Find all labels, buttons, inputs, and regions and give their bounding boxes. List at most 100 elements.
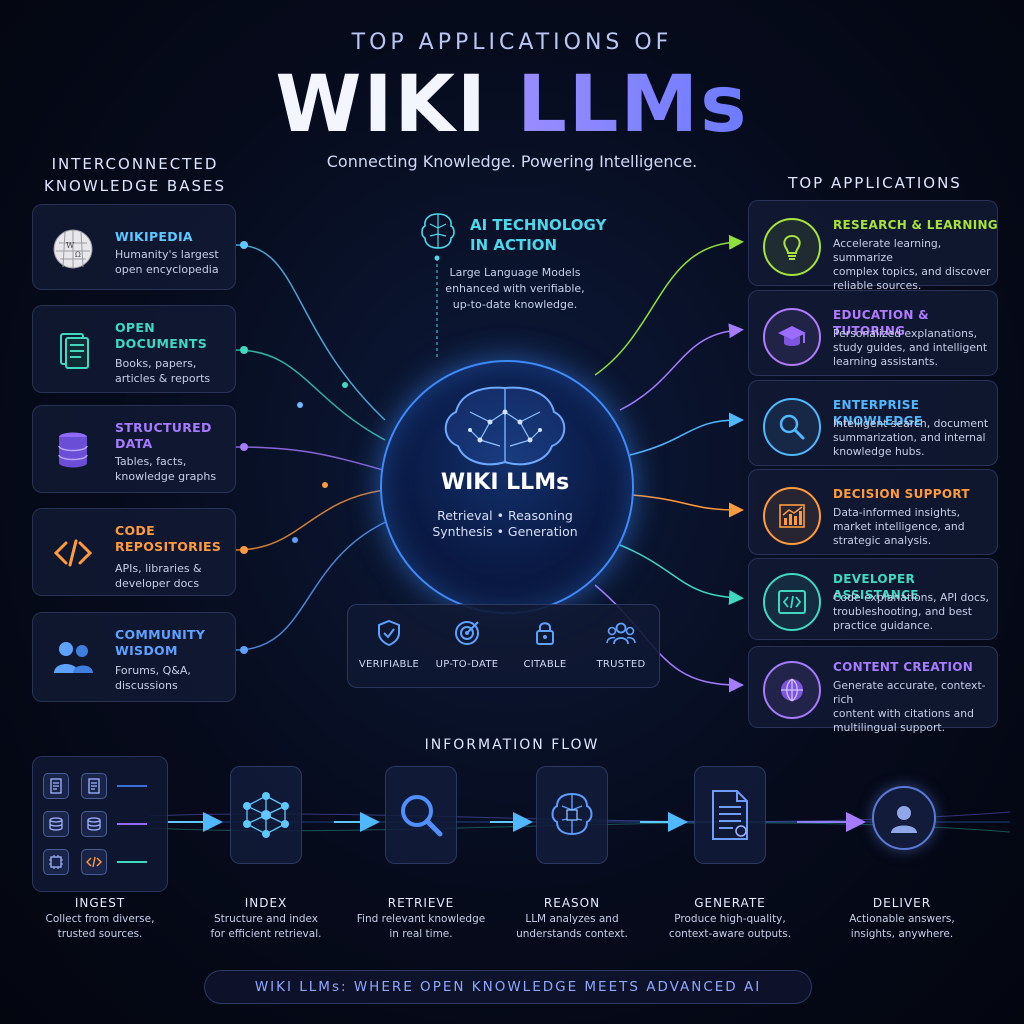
app-desc: Accelerate learning, summarize complex t… [833,237,991,292]
source-card-open-documents: OPEN DOCUMENTS Books, papers, articles &… [32,305,236,393]
source-desc: APIs, libraries & developer docs [115,562,202,590]
source-desc: Humanity's largest open encyclopedia [115,248,219,276]
source-title: STRUCTURED DATA [115,420,212,451]
app-desc: Data-informed insights, market intellige… [833,506,965,547]
app-card-research-learning: RESEARCH & LEARNING Accelerate learning,… [748,200,998,292]
svg-text:W: W [66,241,75,250]
flow-step-reason-title: REASON [543,896,601,910]
source-card-structured-data: STRUCTURED DATA Tables, facts, knowledge… [32,405,236,493]
globe-icon [763,661,821,719]
database-icon [47,424,99,476]
properties-panel: VERIFIABLE UP-TO-DATE CITABLE TRUSTED [347,604,660,688]
connector-research [594,234,744,376]
app-desc: Intelligent search, document summarizati… [833,417,989,458]
target-icon [455,621,479,645]
main-title-part1: WIKI [275,60,488,150]
app-title: RESEARCH & LEARNING [833,218,998,232]
mini-document-icon [81,773,107,799]
right-column-heading: TOP APPLICATIONS [788,174,962,192]
app-title: DECISION SUPPORT [833,487,970,501]
property-verifiable: VERIFIABLE [350,619,428,670]
footer-banner: WIKI LLMs: WHERE OPEN KNOWLEDGE MEETS AD… [204,970,812,1004]
connector-wikipedia [235,244,386,421]
magnifier-icon [385,766,457,864]
source-card-community-wisdom: COMMUNITY WISDOM Forums, Q&A, discussion… [32,612,236,702]
flow-step-retrieve-title: RETRIEVE [387,896,455,910]
app-title: CONTENT CREATION [833,660,974,674]
mini-document-icon [43,773,69,799]
ingest-sources-icon [32,756,168,892]
mini-code-icon [81,849,107,875]
connector-structured [235,446,384,471]
flow-step-index-desc: Structure and index for efficient retrie… [210,913,322,940]
source-title: OPEN DOCUMENTS [115,320,207,351]
tagline: Connecting Knowledge. Powering Intellige… [326,152,698,171]
flow-step-ingest-desc: Collect from diverse, trusted sources. [45,913,155,940]
source-desc: Books, papers, articles & reports [115,357,211,385]
source-title: CODE REPOSITORIES [115,523,222,554]
app-title: EDUCATION & TUTORING [833,308,929,338]
app-card-decision-support: DECISION SUPPORT Data-informed insights,… [748,469,998,555]
main-title-part2: LLMs [517,60,749,150]
source-card-code-repositories: CODE REPOSITORIES APIs, libraries & deve… [32,508,236,596]
brain-chip-icon [536,766,608,864]
app-desc: Personalized explanations, study guides,… [833,327,988,368]
shield-check-icon [378,619,400,647]
property-citable: CITABLE [506,619,584,670]
source-desc: Forums, Q&A, discussions [115,664,191,692]
document-icon [47,324,99,376]
lock-icon [536,622,554,645]
property-up-to-date: UP-TO-DATE [428,619,506,670]
app-card-education-tutoring: EDUCATION & TUTORING Personalized explan… [748,290,998,376]
connector-enterprise [629,412,744,456]
code-window-icon [763,573,821,631]
connector-documents [235,349,386,441]
flow-step-deliver-desc: Actionable answers, insights, anywhere. [849,913,955,940]
property-trusted: TRUSTED [582,619,660,670]
source-title: COMMUNITY WISDOM [115,627,206,658]
wikipedia-globe-icon: W Ω [47,223,99,275]
brain-icon [430,382,580,476]
app-desc: Code explanations, API docs, troubleshoo… [833,591,989,632]
app-card-content-creation: CONTENT CREATION Generate accurate, cont… [748,646,998,734]
flow-step-reason-desc: LLM analyzes and understands context. [516,913,628,940]
left-column-heading: INTERCONNECTED KNOWLEDGE BASES [43,155,227,195]
main-title: WIKI LLMs [0,60,1024,150]
connector-education [619,323,744,411]
app-card-developer-assistance: DEVELOPER ASSISTANCE Code explanations, … [748,558,998,640]
app-title: ENTERPRISE KNOWLEDGE [833,398,923,428]
connector-code [235,489,386,551]
community-people-icon [47,631,99,683]
ai-technology-heading: AI TECHNOLOGY IN ACTION [470,216,607,254]
connector-developer [619,544,744,606]
connector-decision [631,494,744,518]
flow-step-generate-desc: Produce high-quality, context-aware outp… [668,913,792,940]
mini-chip-icon [43,849,69,875]
mini-database-icon [81,811,107,837]
core-title: WIKI LLMs [440,470,570,495]
source-card-wikipedia: W Ω WIKIPEDIA Humanity's largest open en… [32,204,236,290]
app-card-enterprise-knowledge: ENTERPRISE KNOWLEDGE Intelligent search,… [748,380,998,466]
flow-step-index-title: INDEX [244,896,288,910]
flow-step-deliver-title: DELIVER [872,896,932,910]
generated-document-icon [694,766,766,864]
wiki-llm-core-circle [380,360,634,614]
source-desc: Tables, facts, knowledge graphs [115,455,217,483]
code-brackets-icon [47,527,99,579]
source-title: WIKIPEDIA [115,229,193,244]
svg-text:Ω: Ω [75,251,81,259]
ai-technology-desc: Large Language Models enhanced with veri… [445,266,585,311]
magnifier-icon [763,398,821,456]
network-icon [230,766,302,864]
bar-chart-icon [763,487,821,545]
ai-brain-icon [418,210,458,258]
lightbulb-icon [763,218,821,276]
pre-title: TOP APPLICATIONS OF [351,30,673,55]
mini-database-icon [43,811,69,837]
information-flow-heading: INFORMATION FLOW [424,737,600,753]
flow-step-ingest-title: INGEST [74,896,126,910]
graduation-cap-icon [763,308,821,366]
flow-step-generate-title: GENERATE [694,896,766,910]
group-icon [606,622,636,645]
core-subtitle: Retrieval • Reasoning Synthesis • Genera… [432,508,578,539]
